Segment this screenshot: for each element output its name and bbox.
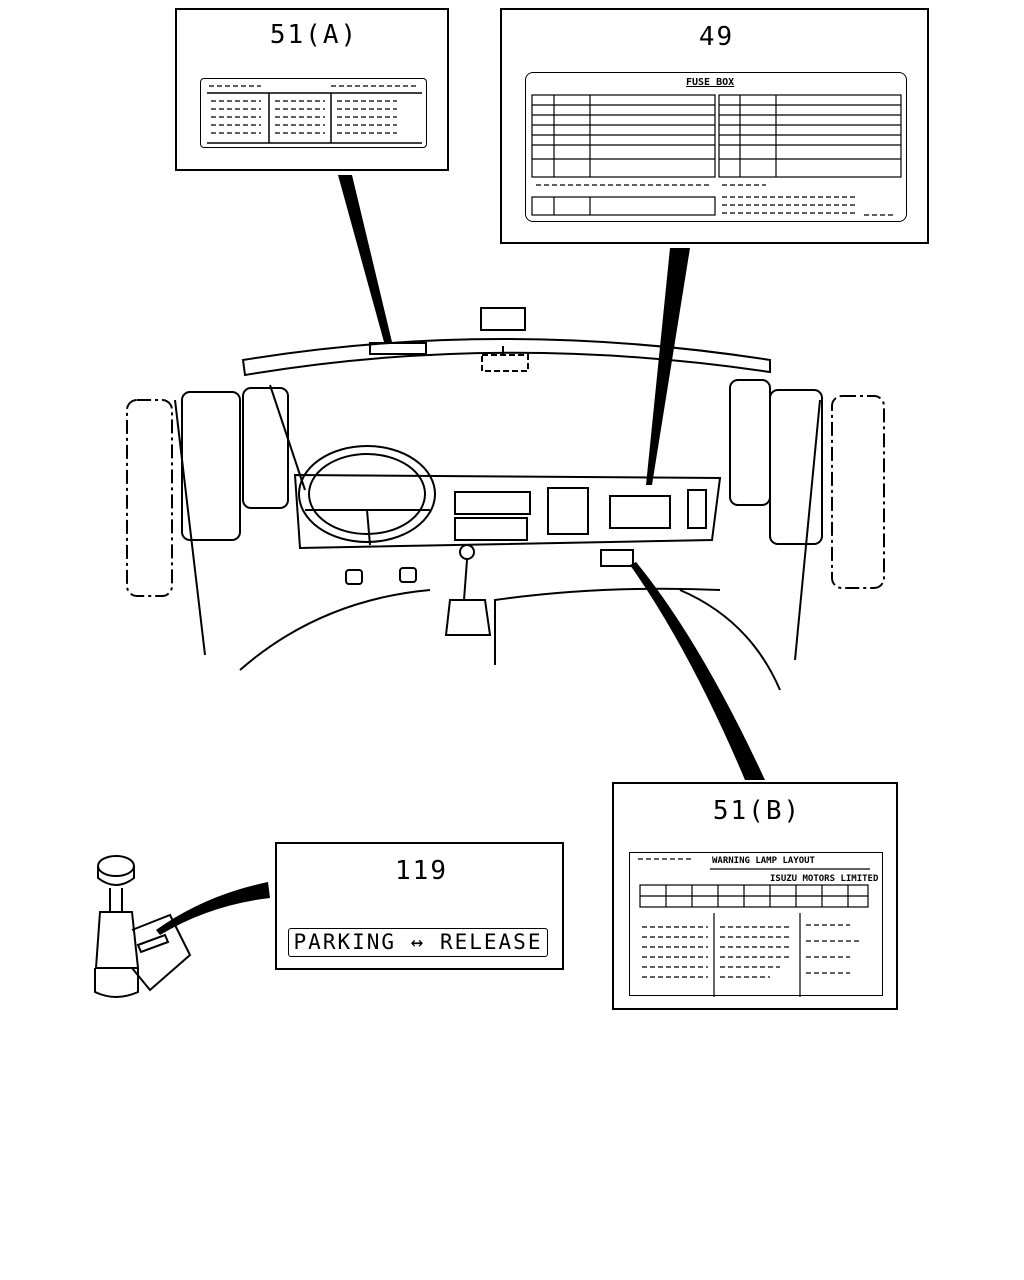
- warning-lamp-maker: ISUZU MOTORS LIMITED: [770, 874, 879, 884]
- fuse-box-sticker: FUSE BOX: [525, 72, 907, 222]
- callout-51a: 51(A): [175, 8, 449, 171]
- fuse-box-title: FUSE BOX: [686, 77, 735, 88]
- fuse-table-lines: [531, 94, 902, 216]
- callout-number: 51(B): [712, 796, 802, 826]
- warning-lamp-title: WARNING LAMP LAYOUT: [712, 856, 815, 866]
- sticker-placeholder-lines: [207, 85, 422, 144]
- label-51a-sticker: [200, 78, 427, 148]
- parking-release-label: PARKING ↔ RELEASE: [288, 928, 548, 957]
- callout-119: 119: [275, 842, 564, 970]
- callout-number: 51(A): [269, 20, 359, 50]
- callout-49: 49 FUSE BOX: [500, 8, 929, 244]
- callout-number: 49: [698, 22, 735, 52]
- warning-lamp-sticker: WARNING LAMP LAYOUT ISUZU MOTORS LIMITED: [629, 852, 883, 997]
- warning-lamp-grid: [638, 858, 870, 997]
- callout-51b: 51(B) WARNING LAMP LAYOUT ISUZU MOTORS L…: [612, 782, 898, 1010]
- callout-number: 119: [395, 856, 448, 886]
